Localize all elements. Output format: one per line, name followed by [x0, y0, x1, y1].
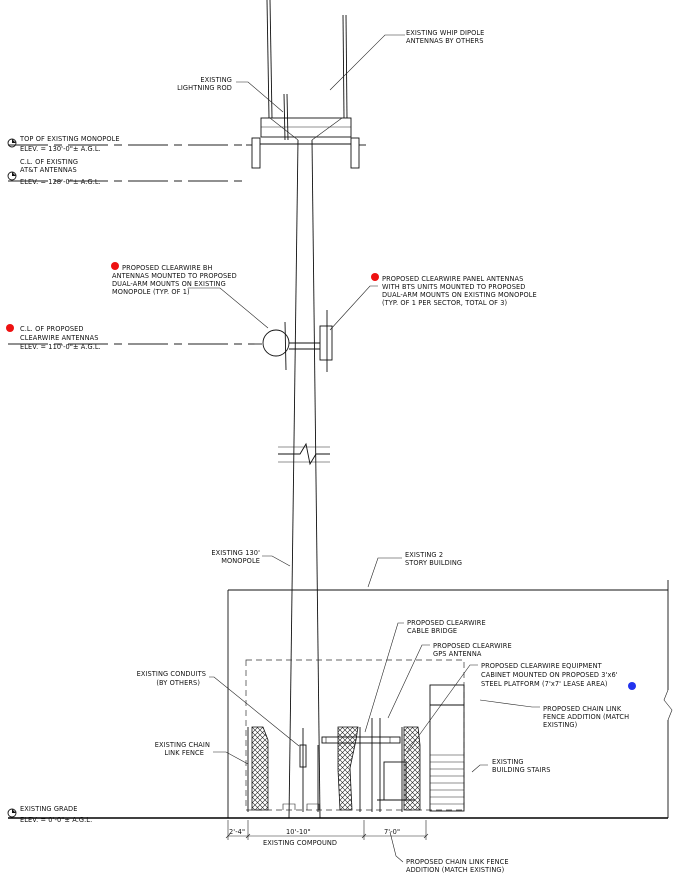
svg-text:EXISTING 2: EXISTING 2	[405, 551, 443, 559]
label-dimensions: 2'-4" 10'-10" 7'-0" EXISTING COMPOUND	[229, 828, 400, 847]
label-equipment-cabinet: PROPOSED CLEARWIRE EQUIPMENT CABINET MOU…	[481, 662, 618, 688]
elevation-marker-top	[7, 138, 17, 148]
svg-text:WITH BTS UNITS MOUNTED TO PROP: WITH BTS UNITS MOUNTED TO PROPOSED	[382, 283, 525, 291]
svg-text:C.L. OF EXISTING: C.L. OF EXISTING	[20, 158, 78, 166]
svg-text:PROPOSED CLEARWIRE EQUIPMENT: PROPOSED CLEARWIRE EQUIPMENT	[481, 662, 603, 670]
label-panel-antennas: PROPOSED CLEARWIRE PANEL ANTENNAS WITH B…	[382, 275, 537, 307]
svg-text:CABINET MOUNTED ON PROPOSED 3': CABINET MOUNTED ON PROPOSED 3'x6'	[481, 671, 618, 679]
label-att-antennas: C.L. OF EXISTING AT&T ANTENNAS ELEV. = 1…	[20, 158, 101, 186]
break-symbol	[278, 442, 330, 466]
svg-text:MONOPOLE (TYP. OF 1): MONOPOLE (TYP. OF 1)	[112, 288, 190, 296]
red-marker-panel	[371, 273, 379, 281]
chain-link-fence-right	[403, 726, 421, 811]
monopole	[278, 139, 330, 819]
elevation-lines	[8, 144, 262, 345]
svg-text:CLEARWIRE ANTENNAS: CLEARWIRE ANTENNAS	[20, 334, 99, 342]
label-chain-fence-addition: PROPOSED CHAIN LINK FENCE ADDITION (MATC…	[543, 705, 629, 729]
label-bh-antennas: PROPOSED CLEARWIRE BH ANTENNAS MOUNTED T…	[112, 264, 237, 296]
svg-text:FENCE ADDITION (MATCH: FENCE ADDITION (MATCH	[543, 713, 629, 721]
dimension-lines	[225, 820, 429, 840]
svg-text:PROPOSED CLEARWIRE PANEL ANTEN: PROPOSED CLEARWIRE PANEL ANTENNAS	[382, 275, 523, 283]
svg-text:EXISTING WHIP DIPOLE: EXISTING WHIP DIPOLE	[406, 29, 484, 37]
building-stairs	[429, 684, 465, 812]
svg-text:CABLE BRIDGE: CABLE BRIDGE	[407, 627, 457, 635]
compound	[245, 659, 465, 812]
label-grade: EXISTING GRADE ELEV. = 0'-0"± A.G.L.	[20, 805, 92, 824]
label-conduits: EXISTING CONDUITS (BY OTHERS)	[137, 670, 206, 687]
cable-bridge	[321, 736, 401, 744]
svg-text:EXISTING GRADE: EXISTING GRADE	[20, 805, 78, 813]
label-cable-bridge: PROPOSED CLEARWIRE CABLE BRIDGE	[407, 619, 486, 635]
label-lightning-rod: EXISTING LIGHTNING ROD	[177, 76, 232, 92]
svg-text:STORY BUILDING: STORY BUILDING	[405, 559, 462, 567]
svg-text:EXISTING CONDUITS: EXISTING CONDUITS	[137, 670, 206, 678]
label-chain-fence-existing: EXISTING CHAIN LINK FENCE	[155, 741, 210, 757]
svg-text:EXISTING: EXISTING	[200, 76, 232, 84]
whip-antennas	[266, 0, 348, 119]
svg-text:(TYP. OF 1 PER SECTOR, TOTAL O: (TYP. OF 1 PER SECTOR, TOTAL OF 3)	[382, 299, 507, 307]
svg-text:PROPOSED CHAIN LINK: PROPOSED CHAIN LINK	[543, 705, 622, 713]
svg-text:BUILDING STAIRS: BUILDING STAIRS	[492, 766, 551, 774]
label-bottom-fence: PROPOSED CHAIN LINK FENCE ADDITION (MATC…	[406, 858, 509, 874]
svg-text:DUAL-ARM MOUNTS ON EXISTING: DUAL-ARM MOUNTS ON EXISTING	[112, 280, 226, 288]
svg-text:EXISTING 130': EXISTING 130'	[211, 549, 260, 557]
svg-text:PROPOSED CLEARWIRE: PROPOSED CLEARWIRE	[407, 619, 486, 627]
label-top-monopole: TOP OF EXISTING MONOPOLE ELEV. = 130'-0"…	[19, 135, 120, 153]
blue-marker-cabinet	[628, 682, 636, 690]
label-stairs: EXISTING BUILDING STAIRS	[492, 758, 551, 774]
svg-text:ELEV. = 110'-0"± A.G.L.: ELEV. = 110'-0"± A.G.L.	[20, 343, 101, 351]
svg-text:10'-10": 10'-10"	[286, 828, 311, 836]
label-monopole: EXISTING 130' MONOPOLE	[211, 549, 260, 565]
svg-text:STEEL PLATFORM (7'x7' LEASE AR: STEEL PLATFORM (7'x7' LEASE AREA)	[481, 680, 608, 688]
chain-link-fence-middle	[337, 726, 359, 811]
svg-text:EXISTING COMPOUND: EXISTING COMPOUND	[263, 839, 337, 847]
svg-text:TOP OF EXISTING MONOPOLE: TOP OF EXISTING MONOPOLE	[19, 135, 120, 143]
svg-text:GPS ANTENNA: GPS ANTENNA	[433, 650, 482, 658]
svg-text:ELEV. = 0'-0"± A.G.L.: ELEV. = 0'-0"± A.G.L.	[20, 816, 92, 824]
elevation-marker-att	[7, 171, 17, 181]
svg-text:(BY OTHERS): (BY OTHERS)	[156, 679, 200, 687]
svg-text:PROPOSED CLEARWIRE: PROPOSED CLEARWIRE	[433, 642, 512, 650]
svg-text:LINK FENCE: LINK FENCE	[164, 749, 204, 757]
top-platform	[246, 93, 366, 169]
clearwire-antenna-mounts	[262, 310, 333, 372]
svg-text:EXISTING: EXISTING	[492, 758, 524, 766]
svg-text:ELEV. = 130'-0"± A.G.L.: ELEV. = 130'-0"± A.G.L.	[20, 145, 101, 153]
svg-text:PROPOSED CHAIN LINK FENCE: PROPOSED CHAIN LINK FENCE	[406, 858, 509, 866]
label-building: EXISTING 2 STORY BUILDING	[405, 551, 462, 567]
red-marker-cl	[6, 324, 14, 332]
building	[227, 580, 673, 818]
svg-text:C.L. OF PROPOSED: C.L. OF PROPOSED	[20, 325, 84, 333]
equipment-cabinet	[383, 761, 407, 801]
svg-text:EXISTING): EXISTING)	[543, 721, 577, 729]
chain-link-fence-left	[251, 726, 269, 811]
svg-text:MONOPOLE: MONOPOLE	[221, 557, 260, 565]
svg-text:AT&T ANTENNAS: AT&T ANTENNAS	[20, 166, 77, 174]
svg-text:ANTENNAS MOUNTED TO PROPOSED: ANTENNAS MOUNTED TO PROPOSED	[112, 272, 237, 280]
svg-text:ANTENNAS BY OTHERS: ANTENNAS BY OTHERS	[406, 37, 484, 45]
svg-text:ADDITION (MATCH EXISTING): ADDITION (MATCH EXISTING)	[406, 866, 504, 874]
svg-text:ELEV. = 128'-0"± A.G.L.: ELEV. = 128'-0"± A.G.L.	[20, 178, 101, 186]
svg-text:LIGHTNING ROD: LIGHTNING ROD	[177, 84, 232, 92]
leader-lines	[188, 34, 540, 863]
svg-text:DUAL-ARM MOUNTS ON EXISTING MO: DUAL-ARM MOUNTS ON EXISTING MONOPOLE	[382, 291, 537, 299]
label-whip-antennas: EXISTING WHIP DIPOLE ANTENNAS BY OTHERS	[406, 29, 484, 45]
svg-text:EXISTING CHAIN: EXISTING CHAIN	[155, 741, 210, 749]
svg-text:PROPOSED CLEARWIRE BH: PROPOSED CLEARWIRE BH	[122, 264, 213, 272]
label-clearwire-cl: C.L. OF PROPOSED CLEARWIRE ANTENNAS ELEV…	[20, 325, 101, 351]
red-marker-bh	[111, 262, 119, 270]
label-gps-antenna: PROPOSED CLEARWIRE GPS ANTENNA	[433, 642, 512, 658]
svg-text:2'-4": 2'-4"	[229, 828, 245, 836]
elevation-marker-grade	[7, 808, 17, 818]
svg-text:7'-0": 7'-0"	[384, 828, 400, 836]
